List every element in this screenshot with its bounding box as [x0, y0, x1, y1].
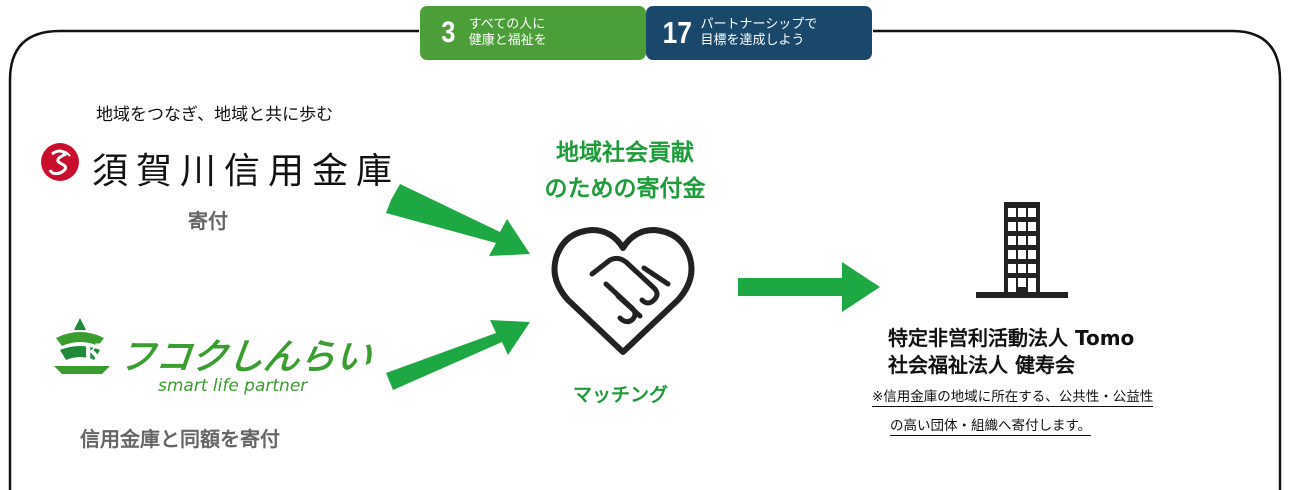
sdg-3-number: 3 — [441, 16, 456, 49]
fund-title: 地域社会貢献 のための寄付金 — [520, 135, 730, 207]
donate-same-amount-label: 信用金庫と同額を寄付 — [80, 427, 280, 451]
arrow-from-donor2 — [386, 320, 530, 390]
recipient-kenjukai: 社会福祉法人 健寿会 — [888, 353, 1075, 377]
sdg-17-line1: パートナーシップで — [700, 17, 818, 32]
sukagawa-shinkin-name: 須賀川信用金庫 — [92, 151, 401, 192]
donate-label: 寄付 — [188, 209, 228, 233]
recipient-npo-tomo: 特定非営利活動法人 Tomo — [888, 326, 1135, 350]
sdg-17-badge: 17 パートナーシップで 目標を達成しよう — [646, 6, 872, 60]
arrow-from-donor1 — [386, 184, 530, 256]
building-icon — [976, 202, 1068, 298]
sukagawa-logo-icon — [41, 143, 79, 181]
arrow-to-recipient — [738, 262, 880, 312]
sdg-17-number: 17 — [662, 15, 692, 50]
fukoku-subtitle: smart life partner — [158, 376, 308, 396]
sdg-17-line2: 目標を達成しよう — [700, 33, 805, 48]
recipient-note-line2: の高い団体・組織へ寄付します。 — [890, 414, 1092, 436]
sdg-3-line1: すべての人に — [468, 17, 546, 32]
fund-title-line1: 地域社会貢献 — [556, 140, 694, 166]
sukagawa-tagline: 地域をつなぎ、地域と共に歩む — [96, 105, 334, 125]
svg-text:K: K — [83, 340, 103, 366]
sdg-3-line2: 健康と福祉を — [468, 33, 547, 48]
matching-label: マッチング — [573, 384, 669, 406]
recipient-note-line1: ※信用金庫の地域に所在する、公共性・公益性 — [872, 385, 1154, 407]
sdg-3-badge: 3 すべての人に 健康と福祉を — [420, 6, 646, 60]
handshake-heart-icon — [551, 227, 695, 355]
sdg-17-text: パートナーシップで 目標を達成しよう — [700, 17, 817, 49]
fund-title-line2: のための寄付金 — [544, 176, 706, 202]
sdg-3-text: すべての人に 健康と福祉を — [469, 17, 547, 49]
fukoku-logo-icon: K — [54, 318, 110, 374]
